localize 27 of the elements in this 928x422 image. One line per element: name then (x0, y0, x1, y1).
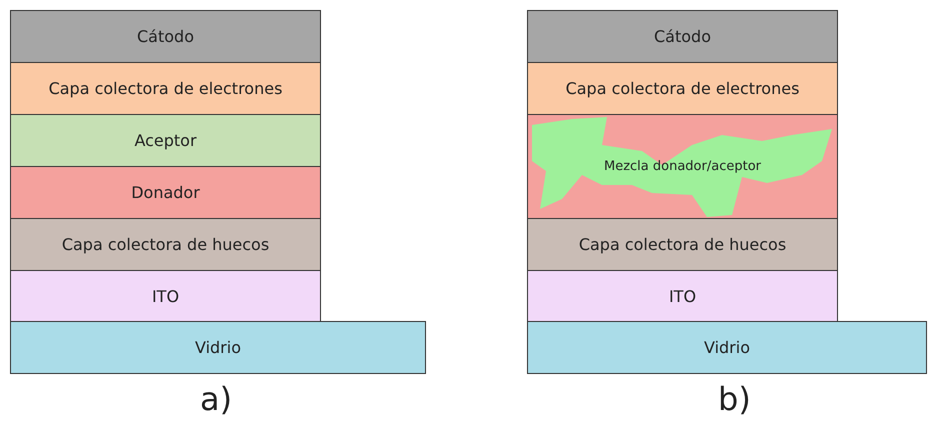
layer-label: Capa colectora de huecos (578, 235, 786, 254)
layer-label: Capa colectora de electrones (48, 79, 282, 98)
layer-label: Cátodo (137, 27, 194, 46)
layer-box (10, 62, 321, 115)
layer-label: Mezcla donador/aceptor (604, 159, 761, 174)
layer-label: Capa colectora de electrones (566, 79, 800, 98)
layer-box (527, 62, 838, 115)
layer-box (527, 321, 927, 374)
layer-box (10, 321, 426, 374)
layer-label: Capa colectora de huecos (62, 235, 270, 254)
layer-label: ITO (152, 286, 180, 306)
layer-box (527, 218, 838, 271)
layer-box (10, 114, 321, 167)
layer-label: Cátodo (654, 27, 711, 46)
layer-label: Vidrio (704, 338, 750, 357)
layer-box (10, 270, 321, 322)
layer-label: Aceptor (134, 131, 197, 150)
layer-label: Vidrio (194, 338, 241, 357)
layer-box (527, 10, 838, 63)
layer-box (527, 270, 838, 322)
layer-box (10, 166, 321, 219)
layer-box (10, 10, 321, 63)
panel-label: a) (200, 380, 232, 418)
panel-label: b) (718, 380, 751, 418)
layer-box (10, 218, 321, 271)
layer-label: Donador (131, 183, 200, 202)
layer-label: ITO (668, 286, 696, 306)
